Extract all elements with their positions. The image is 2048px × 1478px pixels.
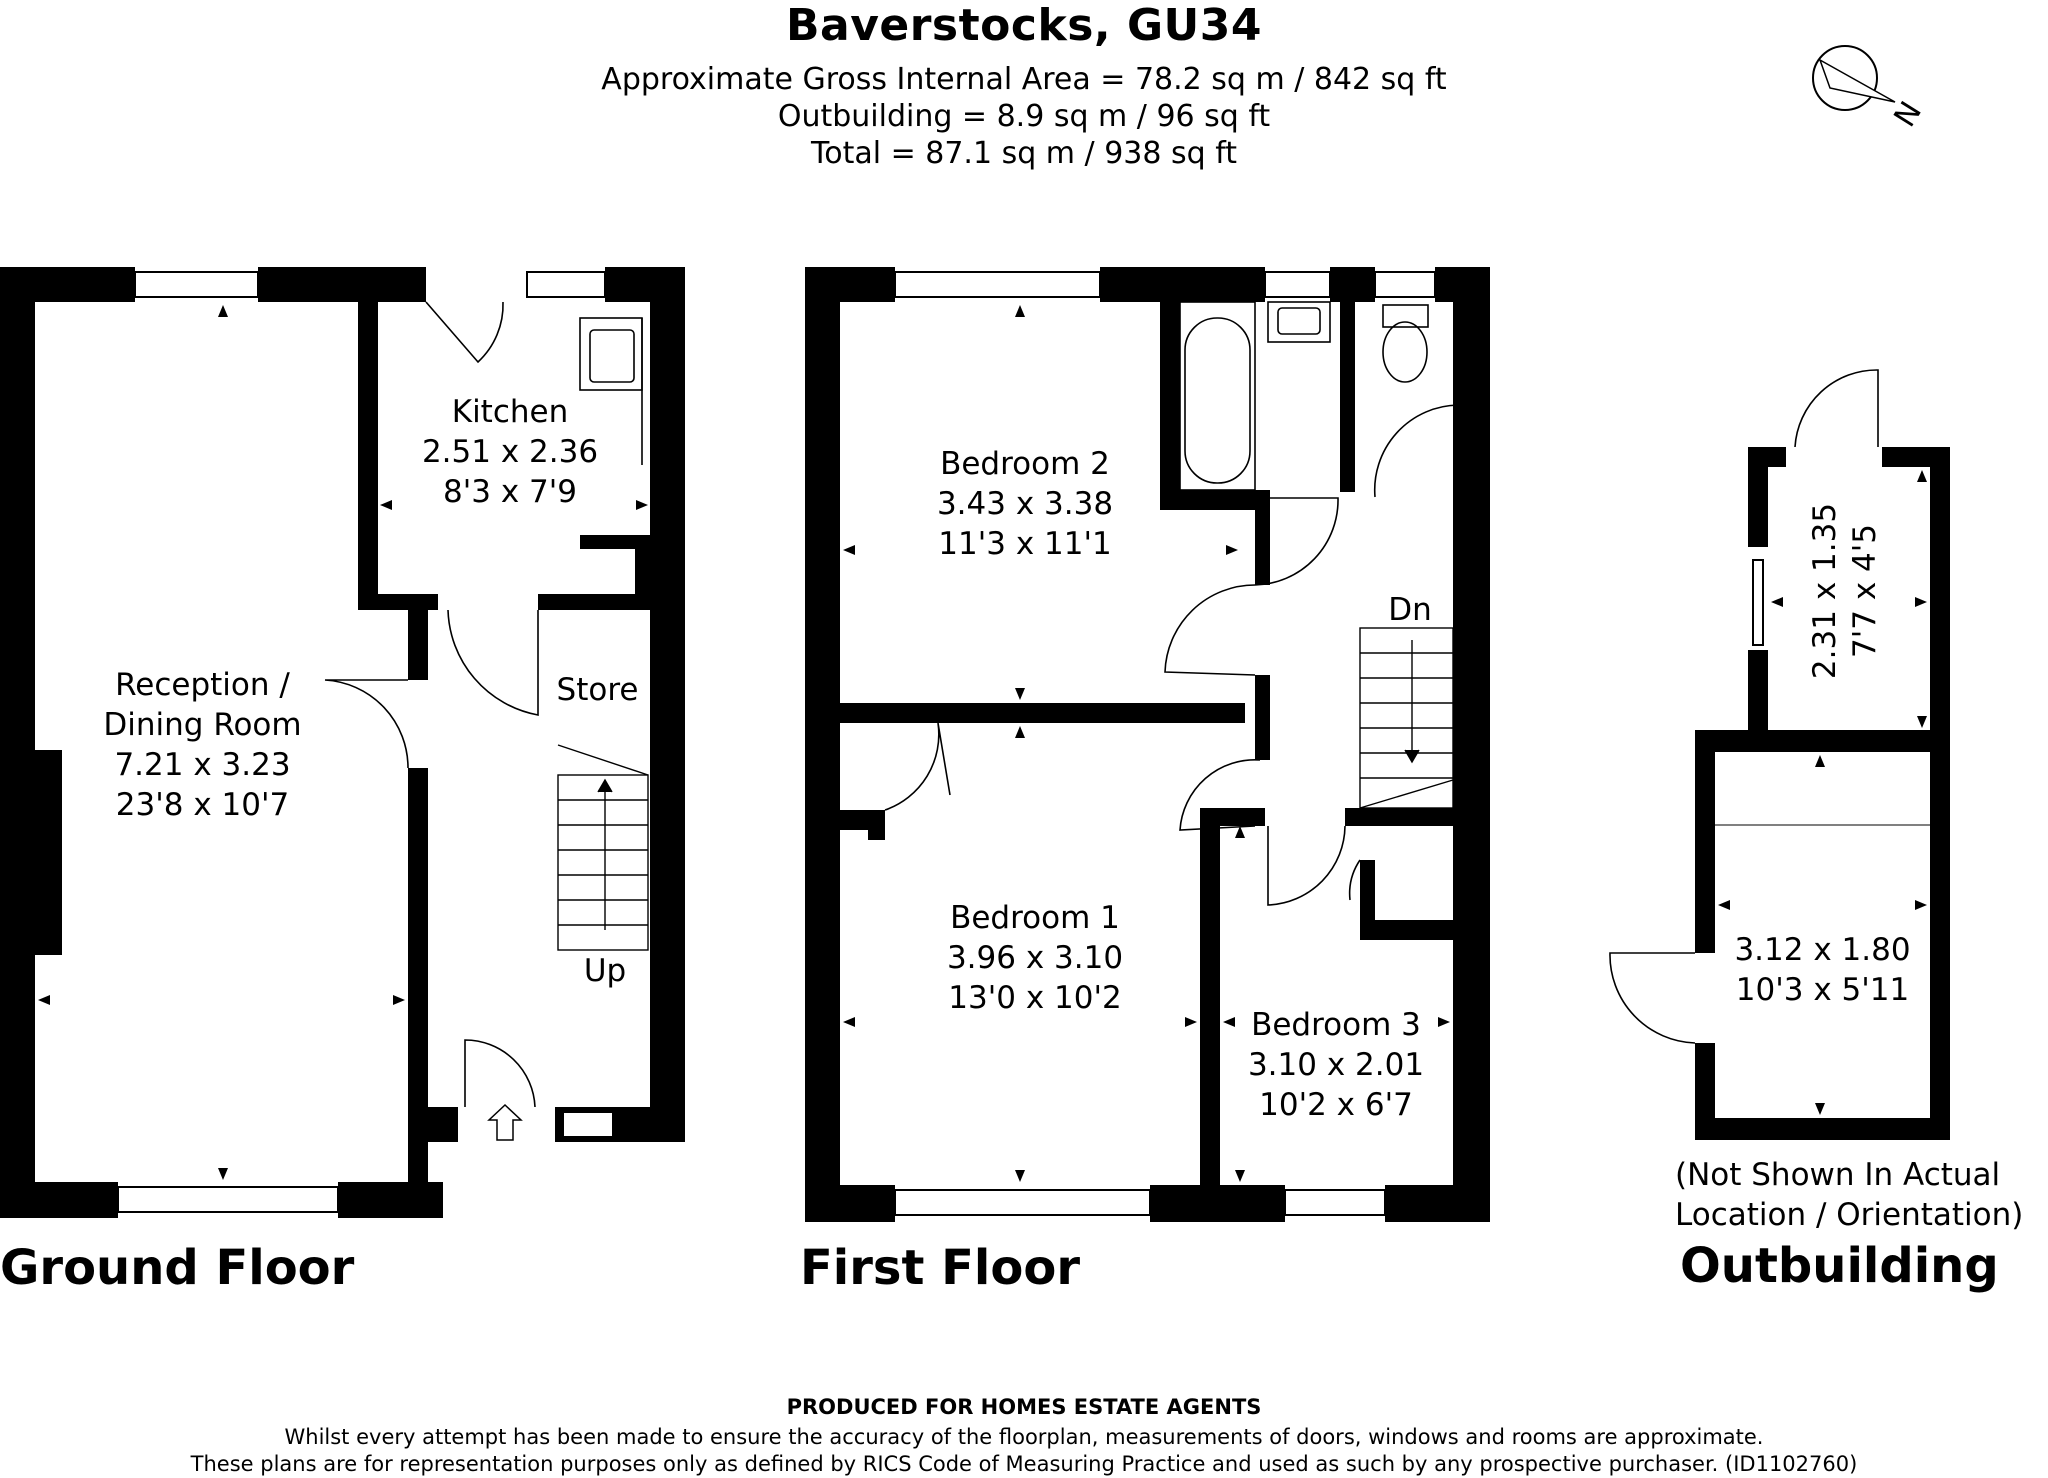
produced-for: PRODUCED FOR HOMES ESTATE AGENTS — [786, 1395, 1262, 1419]
outbuilding-note-line1: (Not Shown In Actual — [1675, 1157, 2001, 1193]
reception-name-line1: Reception / — [115, 667, 290, 703]
outbuilding-lower-room-label: 3.12 x 1.80 10'3 x 5'11 — [1715, 930, 1930, 1010]
total-area: Total = 87.1 sq m / 938 sq ft — [810, 136, 1238, 171]
disclaimer-line2: These plans are for representation purpo… — [190, 1452, 1858, 1476]
outbuilding-note-line2: Location / Orientation) — [1675, 1197, 2024, 1233]
stairs-up-label: Up — [583, 953, 627, 989]
bedroom1-metric: 3.96 x 3.10 — [946, 940, 1124, 976]
kitchen-label: Kitchen 2.51 x 2.36 8'3 x 7'9 — [410, 392, 610, 512]
windows — [117, 271, 1764, 1216]
first-floor-walls — [805, 267, 1490, 1222]
bedroom2-name: Bedroom 2 — [940, 446, 1110, 482]
ground-floor-title: Ground Floor — [0, 1240, 355, 1296]
dimension-arrows — [38, 305, 1927, 1182]
stairs-down-label: Dn — [1388, 592, 1432, 628]
disclaimer-line1: Whilst every attempt has been made to en… — [284, 1425, 1764, 1449]
bedroom3-name: Bedroom 3 — [1251, 1007, 1421, 1043]
fixtures — [579, 301, 1930, 826]
reception-metric: 7.21 x 3.23 — [114, 747, 291, 783]
compass-icon — [1812, 45, 1896, 111]
kitchen-metric: 2.51 x 2.36 — [421, 434, 599, 470]
bedroom1-label: Bedroom 1 3.96 x 3.10 13'0 x 10'2 — [910, 898, 1160, 1018]
kitchen-imperial: 8'3 x 7'9 — [443, 474, 577, 510]
lower-room-metric: 3.12 x 1.80 — [1734, 932, 1911, 968]
gross-internal-area: Approximate Gross Internal Area = 78.2 s… — [601, 62, 1447, 97]
reception-label: Reception / Dining Room 7.21 x 3.23 23'8… — [80, 665, 325, 825]
kitchen-name: Kitchen — [451, 394, 569, 430]
bedroom3-metric: 3.10 x 2.01 — [1247, 1047, 1425, 1083]
lower-room-imperial: 10'3 x 5'11 — [1735, 972, 1910, 1008]
outbuilding-area: Outbuilding = 8.9 sq m / 96 sq ft — [777, 99, 1271, 134]
first-floor-title: First Floor — [800, 1240, 1081, 1296]
reception-name-line2: Dining Room — [103, 707, 302, 743]
bedroom2-imperial: 11'3 x 11'1 — [938, 526, 1112, 562]
upper-room-imperial: 7'7 x 4'5 — [1847, 524, 1883, 658]
bedroom1-imperial: 13'0 x 10'2 — [948, 980, 1122, 1016]
outbuilding-walls — [1695, 447, 1950, 1140]
outbuilding-title: Outbuilding — [1680, 1238, 1999, 1294]
stairs — [557, 627, 1454, 951]
door-swings — [324, 301, 1879, 1108]
bedroom3-imperial: 10'2 x 6'7 — [1259, 1087, 1413, 1123]
outbuilding-note: (Not Shown In Actual Location / Orientat… — [1675, 1155, 2023, 1235]
ground-floor-walls — [0, 267, 685, 1218]
upper-room-metric: 2.31 x 1.35 — [1807, 502, 1843, 680]
bedroom1-name: Bedroom 1 — [950, 900, 1120, 936]
page-title: Baverstocks, GU34 — [785, 0, 1263, 51]
reception-imperial: 23'8 x 10'7 — [115, 787, 290, 823]
entrance-arrow-icon — [487, 1103, 523, 1141]
outbuilding-upper-room-label: 2.31 x 1.35 7'7 x 4'5 — [1805, 476, 1885, 706]
bedroom2-metric: 3.43 x 3.38 — [936, 486, 1114, 522]
store-label: Store — [556, 672, 639, 708]
bedroom3-label: Bedroom 3 3.10 x 2.01 10'2 x 6'7 — [1220, 1005, 1452, 1125]
bedroom2-label: Bedroom 2 3.43 x 3.38 11'3 x 11'1 — [900, 444, 1150, 564]
